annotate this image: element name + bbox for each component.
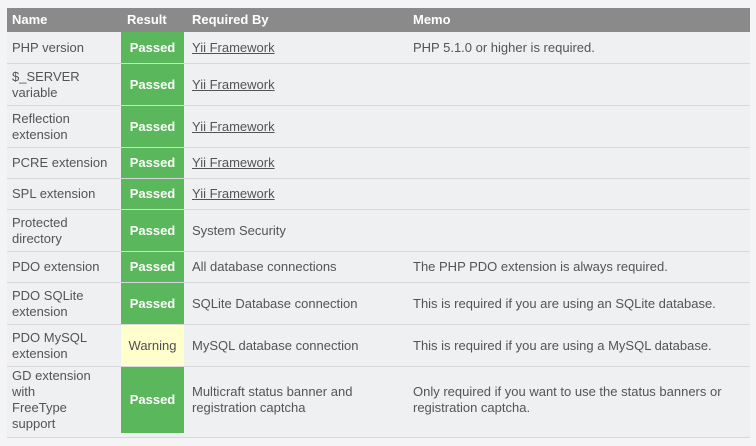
table-row: PDO SQLite extension Passed SQLite Datab… xyxy=(7,282,750,324)
required-by-link[interactable]: Yii Framework xyxy=(192,155,275,170)
name-cell: PDO SQLite extension xyxy=(12,287,84,319)
memo-cell xyxy=(405,179,750,209)
name-cell: PHP version xyxy=(12,39,85,55)
table-row: SPL extension Passed Yii Framework xyxy=(7,178,750,209)
name-cell: PCRE extension xyxy=(12,155,108,170)
table-row: GD extension with FreeType support Passe… xyxy=(7,366,750,433)
result-badge: Passed xyxy=(121,64,184,105)
result-badge: Passed xyxy=(121,210,184,251)
required-by-link[interactable]: Yii Framework xyxy=(192,76,275,92)
memo-cell: Only required if you want to use the sta… xyxy=(413,384,722,415)
result-badge: Passed xyxy=(121,148,184,178)
table-row: $_SERVER variable Passed Yii Framework xyxy=(7,63,750,105)
table-row: PCRE extension Passed Yii Framework xyxy=(7,147,750,178)
name-cell: Reflection extension xyxy=(12,110,70,142)
memo-cell xyxy=(405,106,750,147)
table-footer xyxy=(7,433,750,438)
name-cell: Protected directory xyxy=(12,214,68,246)
required-by-cell: SQLite Database connection xyxy=(192,295,358,311)
result-badge: Warning xyxy=(121,325,184,366)
header-cell-memo: Memo xyxy=(413,12,451,27)
table-row: PHP version Passed Yii Framework PHP 5.1… xyxy=(7,32,750,63)
result-badge: Passed xyxy=(121,32,184,63)
name-cell: SPL extension xyxy=(12,186,96,201)
required-by-cell: System Security xyxy=(192,222,286,238)
memo-cell xyxy=(405,148,750,178)
memo-cell: This is required if you are using an SQL… xyxy=(413,295,716,311)
memo-cell: PHP 5.1.0 or higher is required. xyxy=(413,39,595,55)
table-row: Reflection extension Passed Yii Framewor… xyxy=(7,105,750,147)
result-badge: Passed xyxy=(121,252,184,282)
required-by-cell: All database connections xyxy=(192,259,337,274)
header-cell-result: Result xyxy=(127,12,167,27)
name-cell: GD extension with FreeType support xyxy=(12,368,91,431)
name-cell: PDO extension xyxy=(12,259,100,274)
table-header-row: Name Result Required By Memo xyxy=(7,8,750,32)
memo-cell: The PHP PDO extension is always required… xyxy=(413,259,668,274)
header-cell-required-by: Required By xyxy=(192,12,269,27)
name-cell: PDO MySQL extension xyxy=(12,329,88,361)
header-cell-name: Name xyxy=(12,12,48,27)
requirements-table: Name Result Required By Memo PHP version… xyxy=(7,8,750,438)
required-by-cell: MySQL database connection xyxy=(192,337,359,353)
memo-cell xyxy=(405,210,750,251)
table-row: PDO extension Passed All database connec… xyxy=(7,251,750,282)
required-by-link[interactable]: Yii Framework xyxy=(192,186,275,201)
memo-cell: This is required if you are using a MySQ… xyxy=(413,337,712,353)
table-row: PDO MySQL extension Warning MySQL databa… xyxy=(7,324,750,366)
required-by-link[interactable]: Yii Framework xyxy=(192,118,275,134)
table-row: Protected directory Passed System Securi… xyxy=(7,209,750,251)
result-badge: Passed xyxy=(121,367,184,433)
memo-cell xyxy=(405,64,750,105)
required-by-link[interactable]: Yii Framework xyxy=(192,39,275,55)
result-badge: Passed xyxy=(121,179,184,209)
table-body: PHP version Passed Yii Framework PHP 5.1… xyxy=(7,32,750,433)
result-badge: Passed xyxy=(121,283,184,324)
required-by-cell: Multicraft status banner and registratio… xyxy=(192,384,353,415)
result-badge: Passed xyxy=(121,106,184,147)
name-cell: $_SERVER variable xyxy=(12,68,80,100)
